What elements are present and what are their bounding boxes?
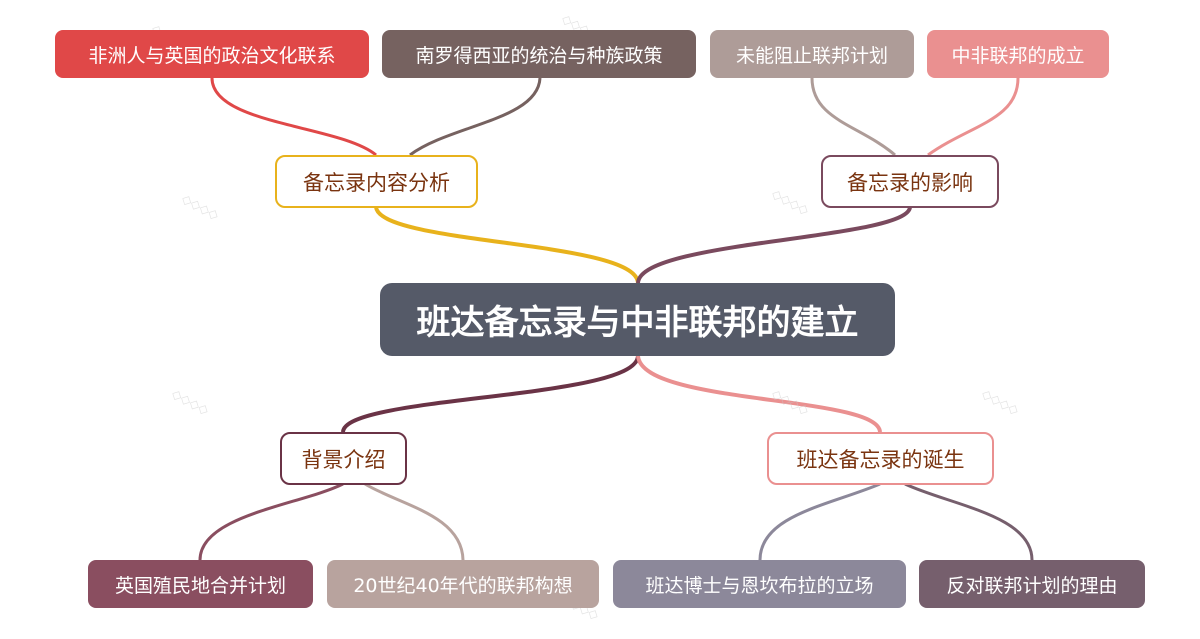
leaf-label: 未能阻止联邦计划 <box>735 44 888 67</box>
connector-root-analysis <box>374 206 640 284</box>
leaf-label: 反对联邦计划的理由 <box>946 574 1118 597</box>
connector-birth-leaf1 <box>758 482 881 561</box>
branch-label: 备忘录的影响 <box>847 170 973 195</box>
connector-analysis-leaf2 <box>409 77 542 157</box>
branch-label: 背景介绍 <box>301 447 386 472</box>
connector-impact-leaf1 <box>810 77 896 157</box>
branch-background[interactable]: 背景介绍 <box>280 432 407 485</box>
leaf-reasons-against-federation[interactable]: 反对联邦计划的理由 <box>919 560 1145 608</box>
leaf-label: 非洲人与英国的政治文化联系 <box>88 44 336 67</box>
branch-memo-impact[interactable]: 备忘录的影响 <box>821 155 999 208</box>
leaf-colony-merger-plan[interactable]: 英国殖民地合并计划 <box>88 560 313 608</box>
connector-birth-leaf2 <box>904 482 1034 561</box>
connector-background-leaf1 <box>198 482 344 561</box>
leaf-label: 英国殖民地合并计划 <box>114 574 286 597</box>
connector-root-birth <box>636 355 882 433</box>
leaf-label: 中非联邦的成立 <box>951 44 1085 67</box>
leaf-1940s-federation-idea[interactable]: 20世纪40年代的联邦构想 <box>327 560 599 608</box>
leaf-southern-rhodesia-policy[interactable]: 南罗得西亚的统治与种族政策 <box>382 30 696 78</box>
connector-root-background <box>341 355 640 433</box>
leaf-label: 南罗得西亚的统治与种族政策 <box>415 44 663 67</box>
leaf-federation-established[interactable]: 中非联邦的成立 <box>927 30 1109 78</box>
connector-root-impact <box>636 206 912 284</box>
branch-label: 班达备忘录的诞生 <box>796 447 965 472</box>
branch-memo-analysis[interactable]: 备忘录内容分析 <box>275 155 478 208</box>
leaf-label: 20世纪40年代的联邦构想 <box>353 574 573 597</box>
root-label: 班达备忘录与中非联邦的建立 <box>416 303 859 343</box>
leaf-label: 班达博士与恩坎布拉的立场 <box>645 574 874 597</box>
branch-memo-birth[interactable]: 班达备忘录的诞生 <box>767 432 994 485</box>
connector-impact-leaf2 <box>927 77 1020 157</box>
branch-label: 备忘录内容分析 <box>303 170 450 195</box>
root-topic[interactable]: 班达备忘录与中非联邦的建立 <box>380 283 895 356</box>
leaf-failed-to-stop-federation[interactable]: 未能阻止联邦计划 <box>710 30 914 78</box>
connector-analysis-leaf1 <box>210 77 377 157</box>
leaf-banda-nkumbula-stance[interactable]: 班达博士与恩坎布拉的立场 <box>613 560 906 608</box>
leaf-political-cultural-ties[interactable]: 非洲人与英国的政治文化联系 <box>55 30 369 78</box>
connector-background-leaf2 <box>364 482 465 561</box>
